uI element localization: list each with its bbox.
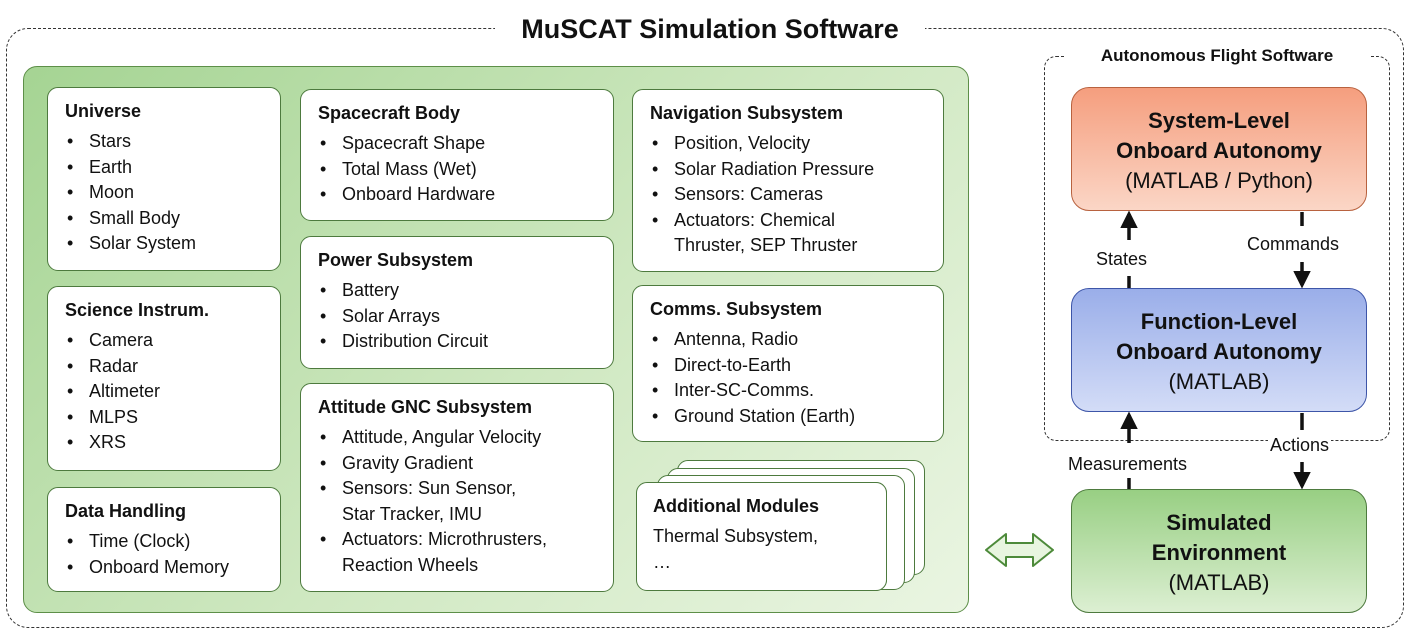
module-item: Position, Velocity bbox=[650, 131, 943, 157]
module-item: Sensors: Cameras bbox=[650, 182, 943, 208]
box-title: Environment bbox=[1151, 540, 1287, 565]
additional-modules-box: Additional Modules Thermal Subsystem, … bbox=[636, 482, 887, 591]
module-item: Altimeter bbox=[65, 379, 280, 405]
module-item: Antenna, Radio bbox=[650, 327, 943, 353]
afs-title: Autonomous Flight Software bbox=[1064, 43, 1370, 69]
module-title: Comms. Subsystem bbox=[650, 299, 823, 319]
module-item: Attitude, Angular Velocity bbox=[318, 425, 613, 451]
module-item: Radar bbox=[65, 354, 280, 380]
module-item: Stars bbox=[65, 129, 280, 155]
module-item: Onboard Memory bbox=[65, 555, 280, 581]
module-item: Time (Clock) bbox=[65, 529, 280, 555]
module-item: XRS bbox=[65, 430, 280, 456]
box-title: Onboard Autonomy bbox=[1116, 339, 1322, 364]
module-title: Data Handling bbox=[65, 501, 187, 521]
simulated-environment-box: Simulated Environment (MATLAB) bbox=[1071, 489, 1367, 613]
module-item: Ground Station (Earth) bbox=[650, 404, 943, 430]
module-item: MLPS bbox=[65, 405, 280, 431]
module-item-continued: Reaction Wheels bbox=[342, 554, 479, 575]
module-item: Battery bbox=[318, 278, 613, 304]
science-instruments-module: Science Instrum. Camera Radar Altimeter … bbox=[47, 286, 281, 471]
module-title: Spacecraft Body bbox=[318, 103, 461, 123]
navigation-subsystem-module: Navigation Subsystem Position, Velocity … bbox=[632, 89, 944, 272]
module-item: Sensors: Sun Sensor, bbox=[318, 476, 613, 502]
module-item-continued: Thruster, SEP Thruster bbox=[674, 235, 858, 255]
module-item: Camera bbox=[65, 328, 280, 354]
function-level-autonomy-box: Function-Level Onboard Autonomy (MATLAB) bbox=[1071, 288, 1367, 412]
attitude-gnc-module: Attitude GNC Subsystem Attitude, Angular… bbox=[300, 383, 614, 592]
module-title: Attitude GNC Subsystem bbox=[318, 397, 533, 417]
commands-label: Commands bbox=[1245, 233, 1342, 255]
module-item: Earth bbox=[65, 155, 280, 181]
module-item: Spacecraft Shape bbox=[318, 131, 613, 157]
box-title: System-Level bbox=[1148, 108, 1290, 133]
box-subtitle: (MATLAB) bbox=[1168, 570, 1270, 595]
box-subtitle: (MATLAB / Python) bbox=[1125, 168, 1313, 193]
module-title: Power Subsystem bbox=[318, 250, 474, 270]
states-label: States bbox=[1094, 248, 1150, 270]
module-item: Gravity Gradient bbox=[318, 451, 613, 477]
module-title: Universe bbox=[65, 101, 142, 121]
data-handling-module: Data Handling Time (Clock) Onboard Memor… bbox=[47, 487, 281, 592]
module-title: Navigation Subsystem bbox=[650, 103, 844, 123]
module-item: Onboard Hardware bbox=[318, 182, 613, 208]
box-title: Onboard Autonomy bbox=[1116, 138, 1322, 163]
box-title: Simulated bbox=[1166, 510, 1272, 535]
module-item: Direct-to-Earth bbox=[650, 353, 943, 379]
module-item: Inter-SC-Comms. bbox=[650, 378, 943, 404]
universe-module: Universe Stars Earth Moon Small Body Sol… bbox=[47, 87, 281, 271]
system-level-autonomy-box: System-Level Onboard Autonomy (MATLAB / … bbox=[1071, 87, 1367, 211]
additional-line: Thermal Subsystem, bbox=[653, 526, 819, 546]
module-item: Solar System bbox=[65, 231, 280, 257]
spacecraft-body-module: Spacecraft Body Spacecraft Shape Total M… bbox=[300, 89, 614, 221]
module-item: Small Body bbox=[65, 206, 280, 232]
measurements-label: Measurements bbox=[1066, 453, 1190, 475]
double-arrow-icon bbox=[985, 533, 1054, 567]
power-subsystem-module: Power Subsystem Battery Solar Arrays Dis… bbox=[300, 236, 614, 369]
module-title: Additional Modules bbox=[653, 496, 819, 516]
module-item: Actuators: Microthrusters, bbox=[318, 527, 613, 553]
module-title: Science Instrum. bbox=[65, 300, 210, 320]
module-item: Solar Radiation Pressure bbox=[650, 157, 943, 183]
module-item: Total Mass (Wet) bbox=[318, 157, 613, 183]
box-subtitle: (MATLAB) bbox=[1168, 369, 1270, 394]
module-item: Moon bbox=[65, 180, 280, 206]
actions-label: Actions bbox=[1268, 434, 1332, 456]
module-item: Distribution Circuit bbox=[318, 329, 613, 355]
additional-ellipsis: … bbox=[653, 551, 671, 572]
module-item: Solar Arrays bbox=[318, 304, 613, 330]
box-title: Function-Level bbox=[1140, 309, 1298, 334]
module-item-continued: Star Tracker, IMU bbox=[342, 503, 483, 524]
comms-subsystem-module: Comms. Subsystem Antenna, Radio Direct-t… bbox=[632, 285, 944, 442]
module-item: Actuators: Chemical bbox=[650, 208, 943, 234]
diagram-title: MuSCAT Simulation Software bbox=[495, 9, 925, 49]
